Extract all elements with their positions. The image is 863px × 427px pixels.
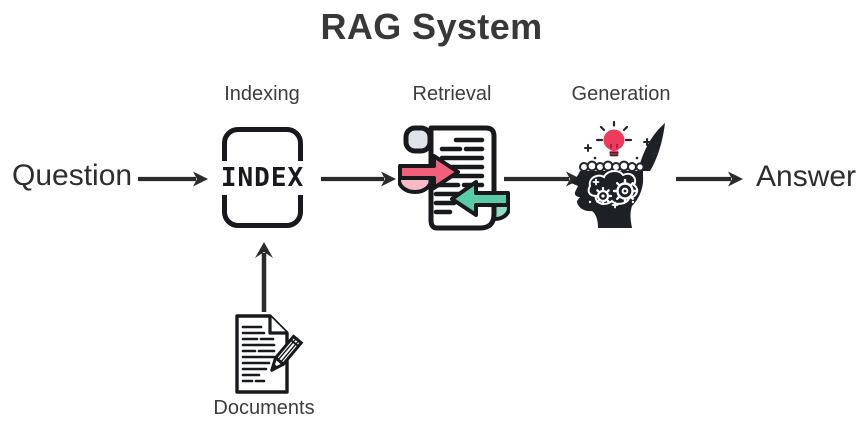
skull-flap: [638, 123, 665, 171]
documents-label: Documents: [213, 397, 315, 419]
index-box-text: INDEX: [214, 160, 311, 195]
flow-arrow-question-to-indexing: [138, 171, 208, 187]
pink-right-arrow-icon: [398, 154, 460, 190]
document-pencil-icon: [235, 314, 304, 394]
gear-icon-large: [612, 178, 638, 204]
documents-to-index-arrow: [255, 242, 273, 312]
retrieval-label: Retrieval: [412, 83, 492, 105]
sparkles-inside: [588, 178, 635, 209]
flow-arrow-generation-to-answer: [676, 171, 743, 187]
document-text-lines: [241, 325, 276, 383]
open-head-idea-icon: [571, 120, 665, 228]
flow-arrow-retrieval-to-generation: [504, 171, 581, 187]
question-label: Question: [12, 159, 133, 192]
bulb-rays: [595, 120, 633, 142]
teal-left-arrow-icon: [450, 180, 510, 217]
page-fold-corner: [268, 316, 287, 335]
answer-label: Answer: [756, 160, 857, 193]
brain-bubbles: [579, 160, 645, 172]
gear-icon-small: [593, 186, 613, 206]
brain-cloud: [587, 170, 639, 205]
flow-arrow-indexing-to-retrieval: [321, 171, 396, 187]
sparkles-outside: [584, 138, 657, 160]
pencil-icon: [270, 334, 304, 372]
lightbulb-icon: [603, 129, 625, 157]
generation-label: Generation: [571, 83, 671, 105]
document-page: [235, 314, 289, 394]
page-title: RAG System: [320, 6, 543, 47]
scroll-curl: [403, 125, 433, 154]
indexing-label: Indexing: [224, 83, 300, 105]
document-exchange-icon: [398, 125, 510, 231]
index-box-icon: INDEX: [214, 127, 311, 228]
